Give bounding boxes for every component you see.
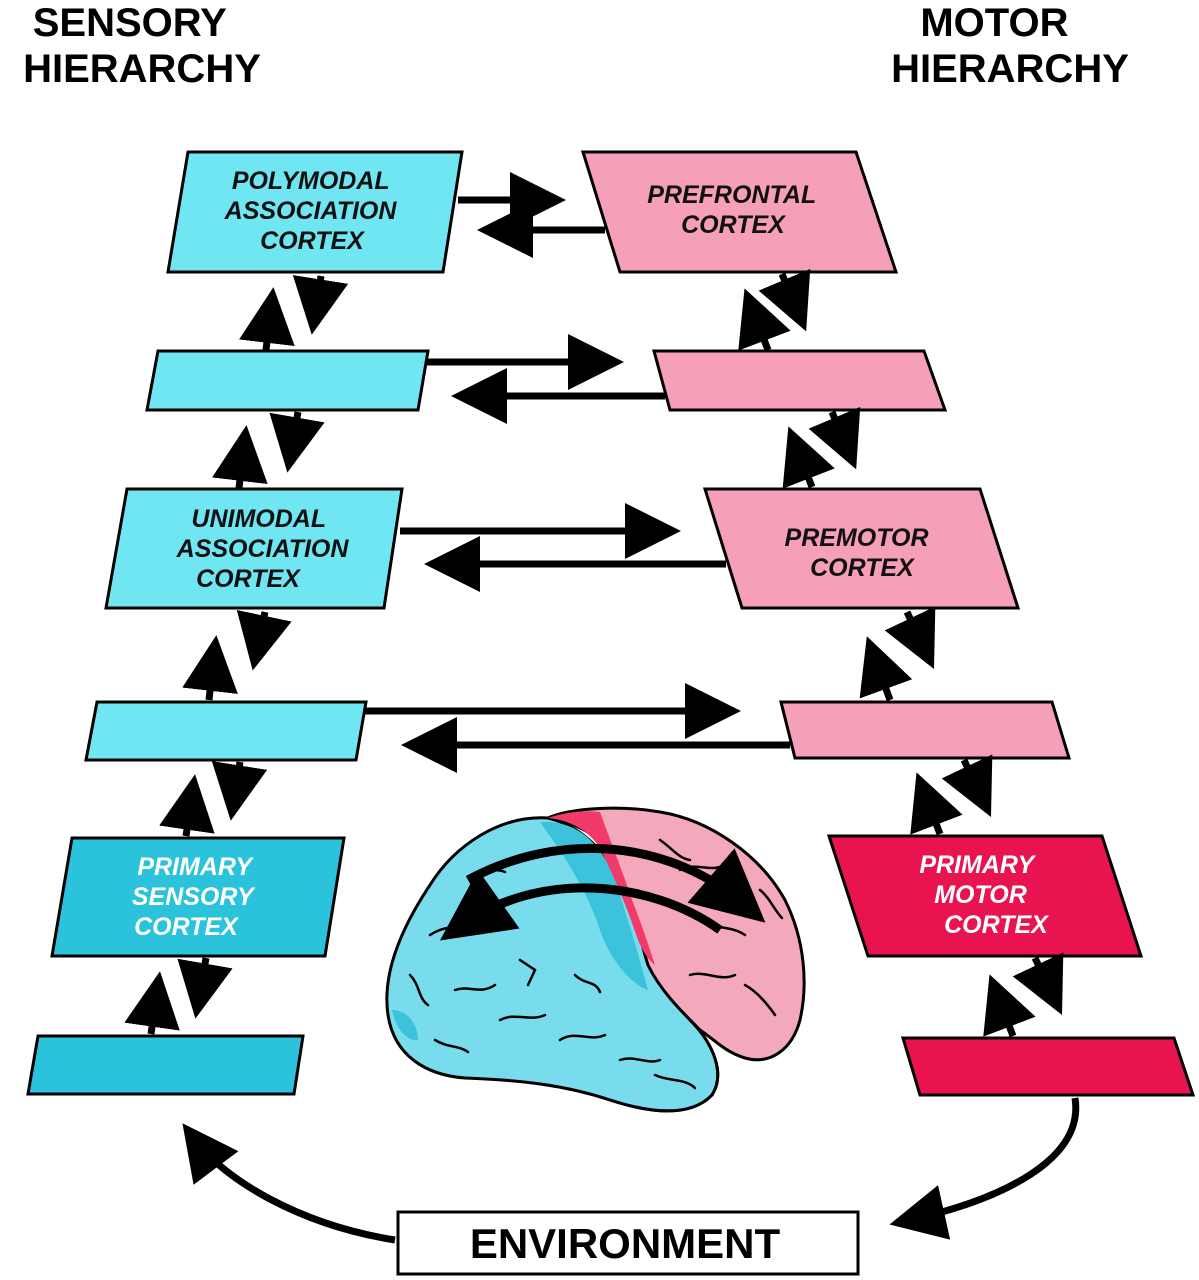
prefrontal-cortex-label: PREFRONTAL CORTEX [647, 181, 822, 239]
primary-motor-cortex-label: PRIMARY MOTOR CORTEX [919, 851, 1049, 939]
polymodal-association-cortex-label: POLYMODAL ASSOCIATION CORTEX [224, 167, 404, 255]
sensory-hierarchy-heading: SENSORY HIERARCHY [23, 1, 261, 91]
motor-intermediate-box-2 [779, 700, 1072, 760]
environment-label: ENVIRONMENT [470, 1220, 781, 1267]
polymodal-association-cortex-box [166, 150, 464, 274]
environment-loop-arrows [182, 1097, 1080, 1244]
sensory-intermediate-box-1 [145, 349, 430, 412]
motor-hierarchy-heading: MOTOR HIERARCHY [891, 1, 1129, 91]
motor-bottom-box [900, 1036, 1196, 1097]
arrow-motor-to-environment [889, 1097, 1080, 1240]
sensory-bottom-box [26, 1034, 305, 1096]
primary-sensory-cortex-box [50, 836, 346, 958]
motor-intermediate-box-1 [652, 349, 948, 412]
motor-vertical-arrows [738, 268, 1064, 1038]
unimodal-association-cortex-box [104, 487, 404, 610]
unimodal-association-cortex-label: UNIMODAL ASSOCIATION CORTEX [176, 505, 356, 593]
premotor-cortex-box [702, 487, 1021, 610]
horizontal-arrows [364, 172, 790, 773]
premotor-cortex-label: PREMOTOR CORTEX [785, 524, 936, 582]
primary-sensory-cortex-label: PRIMARY SENSORY CORTEX [132, 853, 260, 941]
brain-lateral-view-icon [385, 806, 806, 1113]
environment-box [396, 1210, 860, 1276]
sensory-intermediate-box-2 [84, 700, 368, 762]
arrow-environment-to-sensory [182, 1123, 396, 1244]
prefrontal-cortex-box [580, 150, 899, 274]
sensory-vertical-arrows [124, 275, 349, 1035]
primary-motor-cortex-box [826, 834, 1144, 958]
